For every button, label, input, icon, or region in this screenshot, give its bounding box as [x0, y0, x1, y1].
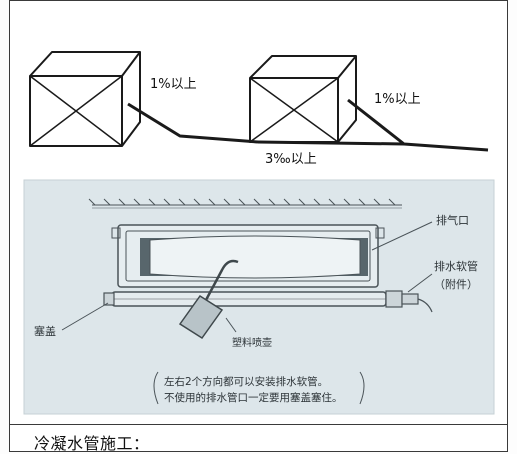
- drain-pipe-main: [257, 140, 405, 146]
- note-line-1: 左右2个方向都可以安装排水软管。: [164, 375, 328, 388]
- label-drain-hose: 排水软管: [434, 259, 478, 273]
- installation-photo: [23, 179, 495, 415]
- section-caption: 冷凝水管施工：: [34, 434, 150, 453]
- drain-pipe-left-branch: [127, 102, 259, 144]
- spray-bottle-illustration: [178, 259, 239, 340]
- leader-lines: [61, 221, 433, 333]
- slope-diagram: [29, 51, 489, 152]
- note-bracket: [153, 371, 365, 405]
- slope-label-main: 3‰以上: [265, 152, 317, 167]
- indoor-unit-body: [103, 224, 433, 313]
- label-accessory: （附件）: [434, 277, 478, 291]
- note-line-2: 不使用的排水管口一定要用塞盖塞住。: [164, 391, 343, 404]
- ceiling-hatch: [88, 198, 402, 209]
- label-plug: 塞盖: [34, 324, 56, 338]
- indoor-unit-box-right: [249, 55, 357, 143]
- indoor-unit-box-left: [29, 51, 141, 147]
- slope-label-right: 1%以上: [374, 92, 421, 107]
- slope-label-left: 1%以上: [150, 77, 197, 92]
- label-plastic-nozzle: 塑料喷壶: [232, 336, 272, 349]
- label-exhaust-outlet: 排气口: [436, 213, 469, 227]
- caption-divider: [9, 424, 508, 425]
